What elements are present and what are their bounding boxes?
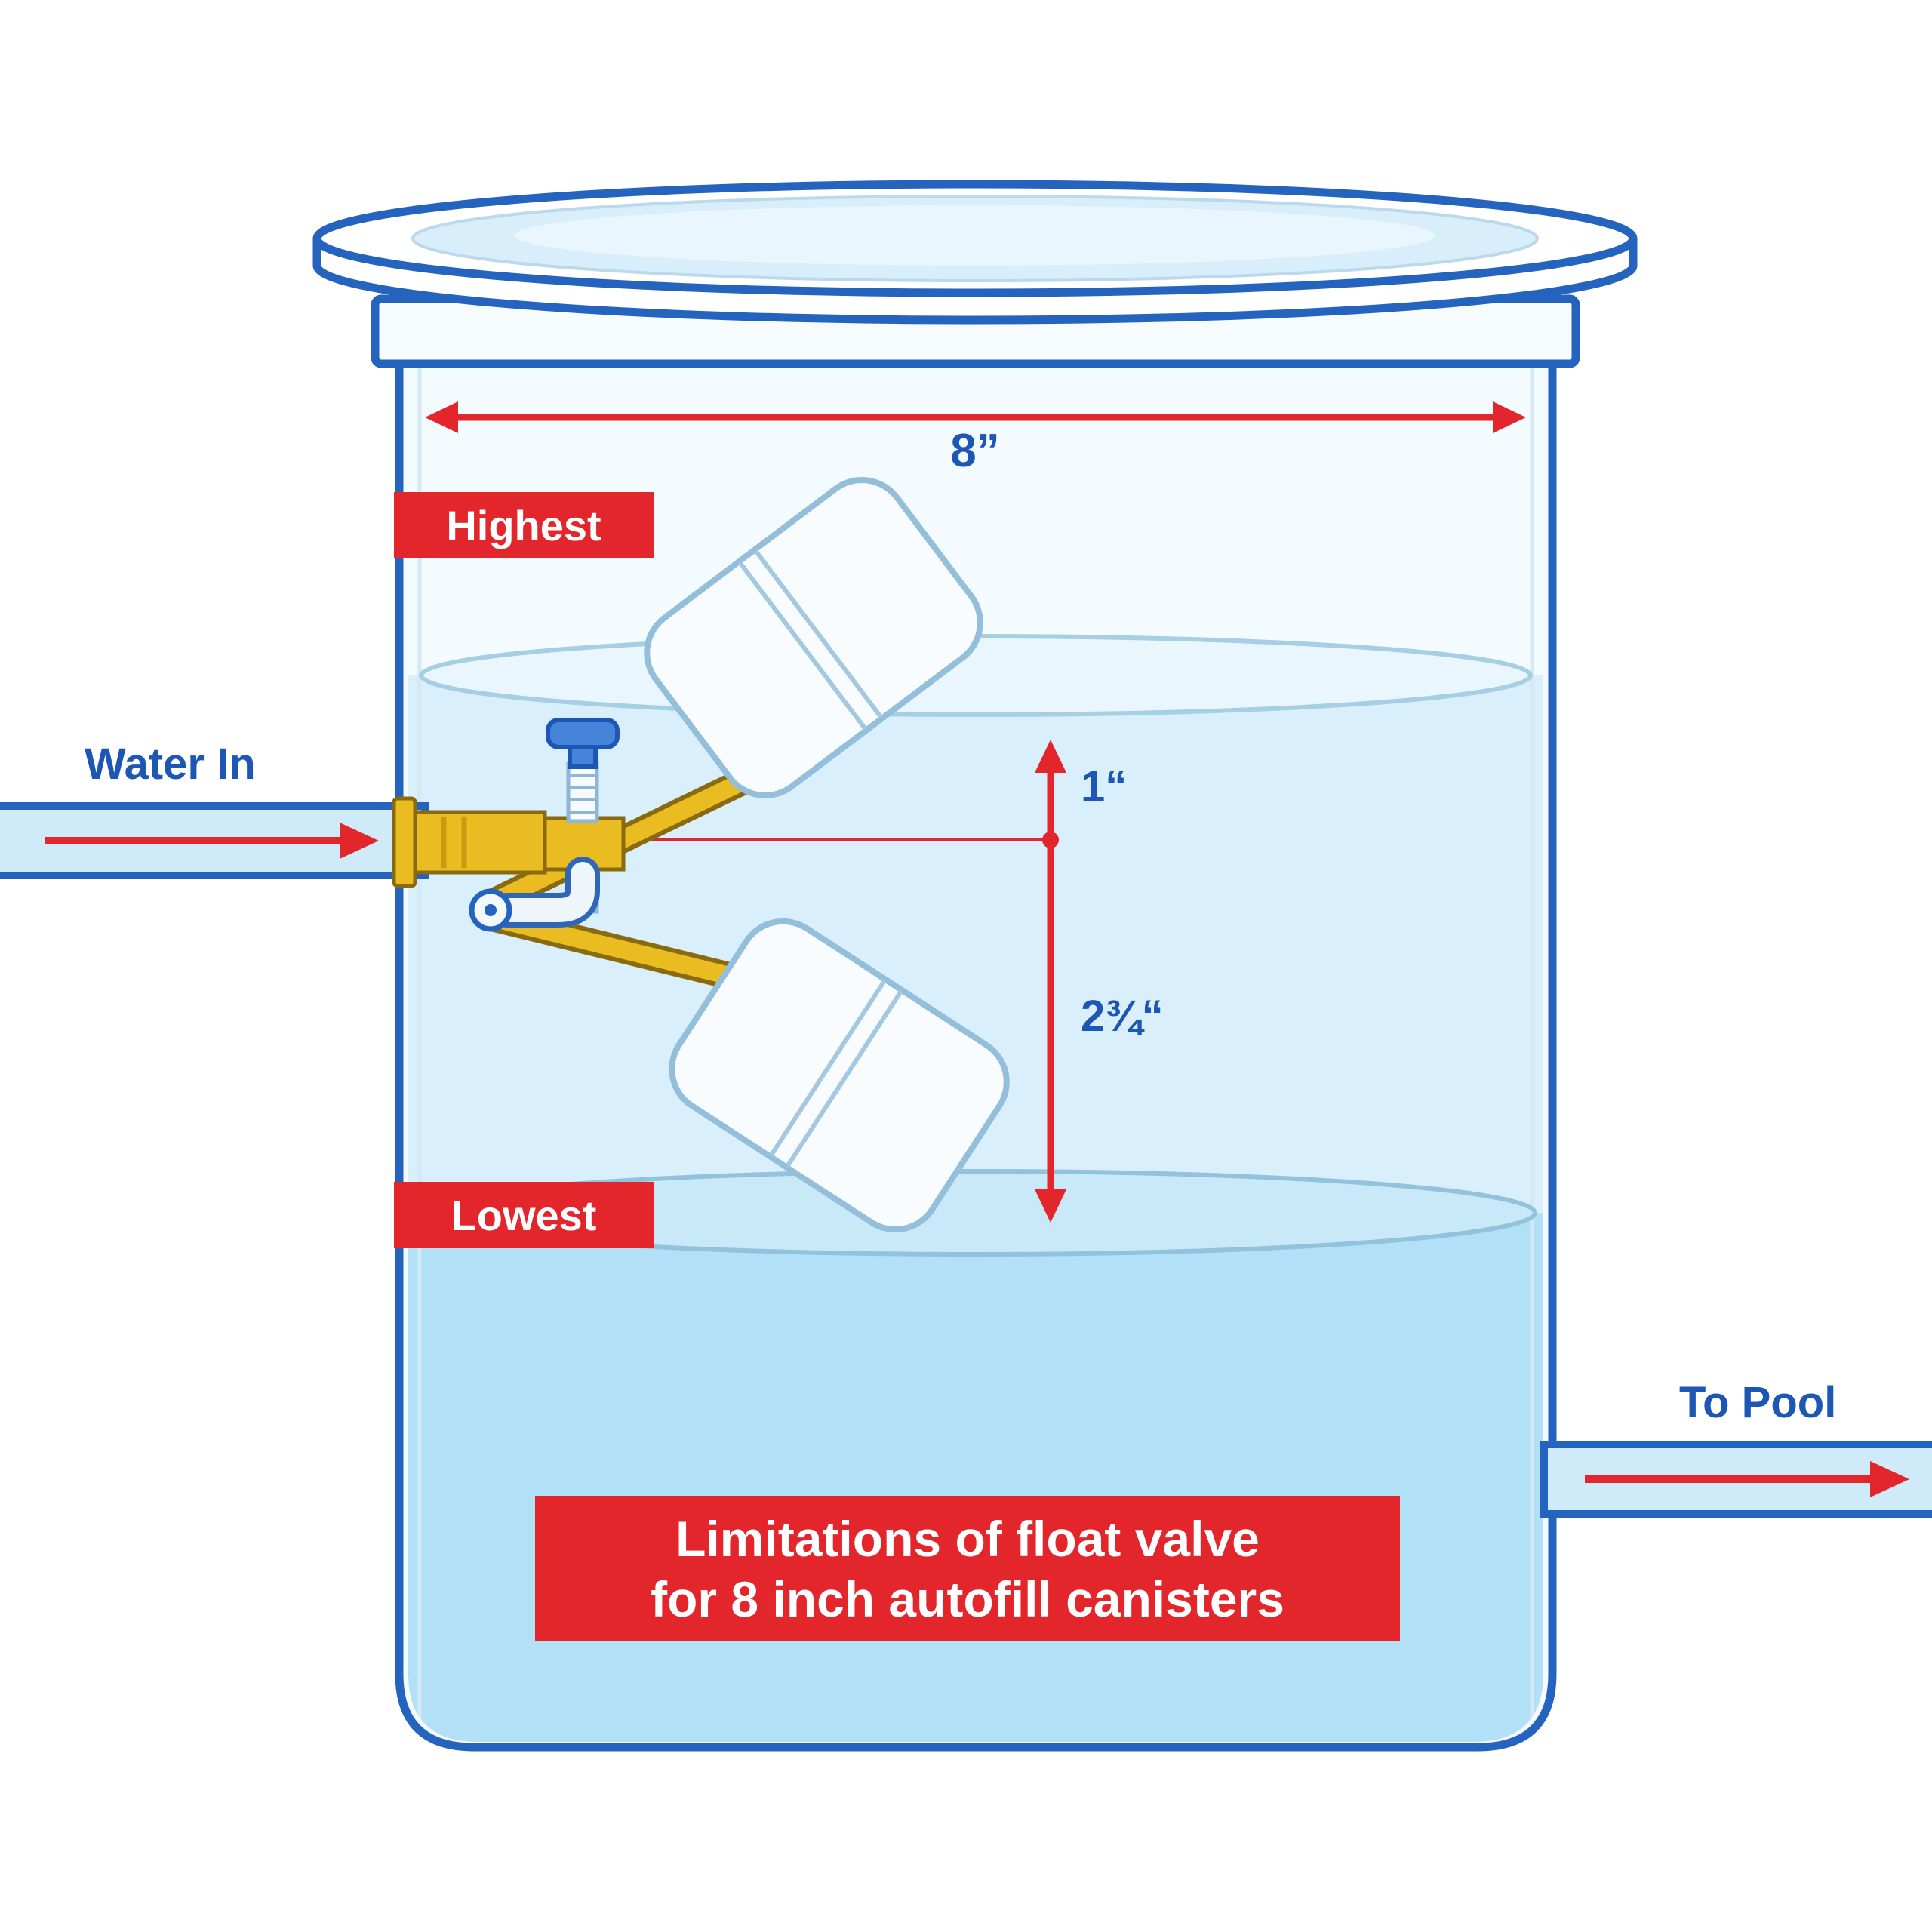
float-low-seam-2 (786, 989, 903, 1168)
float-low (669, 918, 1010, 1233)
title-line-2: for 8 inch autofill canisters (651, 1571, 1284, 1627)
adjustment-screw (546, 718, 620, 823)
valve-pivot-pin (485, 904, 497, 916)
arrowhead-right (1493, 401, 1526, 433)
float-high-seam-1 (738, 561, 868, 731)
arrowhead-up (1035, 740, 1066, 773)
arrowhead-left (425, 401, 458, 433)
lid-opening-inner (515, 205, 1435, 266)
highest-badge-label: Highest (446, 502, 601, 549)
width-dimension-label: 8” (950, 425, 999, 477)
float-high (644, 477, 983, 798)
title-banner: Limitations of float valve for 8 inch au… (535, 1496, 1400, 1641)
gap-top-label: 1“ (1081, 762, 1127, 811)
water-in-label: Water In (85, 740, 256, 789)
float-low-seam-1 (769, 979, 887, 1157)
valve-arm-lower (478, 904, 764, 995)
to-pool-label: To Pool (1679, 1378, 1836, 1427)
float-valve (392, 477, 1010, 1233)
screw-knob (546, 718, 620, 749)
dimension-arrow-width (425, 401, 1526, 433)
arrowhead-down (1035, 1189, 1066, 1223)
dimension-arrow-height (1035, 740, 1066, 1223)
water-lower-region (408, 1213, 1543, 1742)
valve-barrel (413, 810, 547, 875)
float-high-seam-2 (753, 549, 883, 719)
title-line-1: Limitations of float valve (675, 1511, 1260, 1567)
valve-elbow (490, 857, 600, 928)
flow-arrow-in (45, 823, 379, 859)
valve-wall-flange (392, 796, 417, 888)
highest-badge: Highest (394, 492, 654, 558)
lowest-badge-label: Lowest (451, 1192, 597, 1239)
dimension-junction-dot (1042, 832, 1059, 848)
gap-bottom-label: 2¾“ (1081, 992, 1164, 1041)
lowest-badge: Lowest (394, 1182, 654, 1248)
flow-arrow-out (1585, 1461, 1909, 1497)
